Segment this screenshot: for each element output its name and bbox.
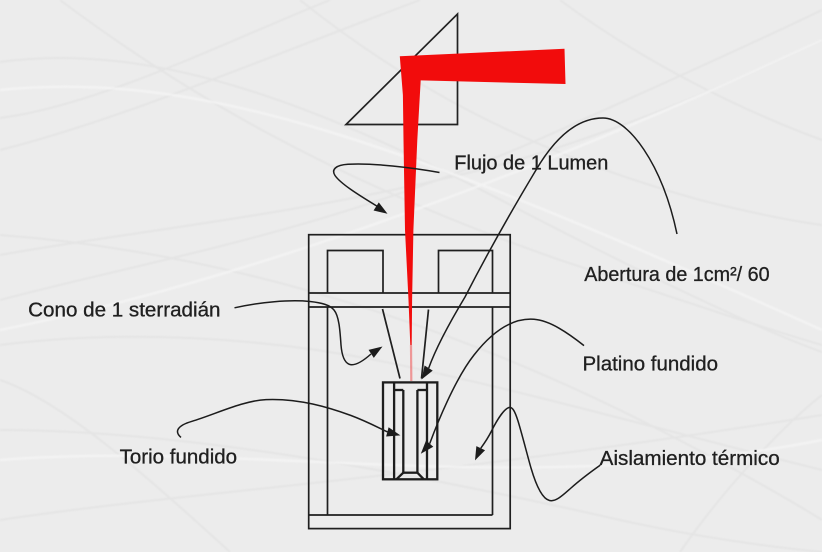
svg-text:Abertura de 1cm²/ 60: Abertura de 1cm²/ 60 (584, 264, 769, 286)
svg-text:Aislamiento térmico: Aislamiento térmico (600, 448, 780, 470)
svg-text:Torio fundido: Torio fundido (120, 447, 238, 469)
svg-text:Cono de 1 sterradián: Cono de 1 sterradián (28, 299, 220, 321)
svg-text:Platino fundido: Platino fundido (583, 353, 719, 375)
svg-text:Flujo de 1 Lumen: Flujo de 1 Lumen (454, 153, 608, 175)
